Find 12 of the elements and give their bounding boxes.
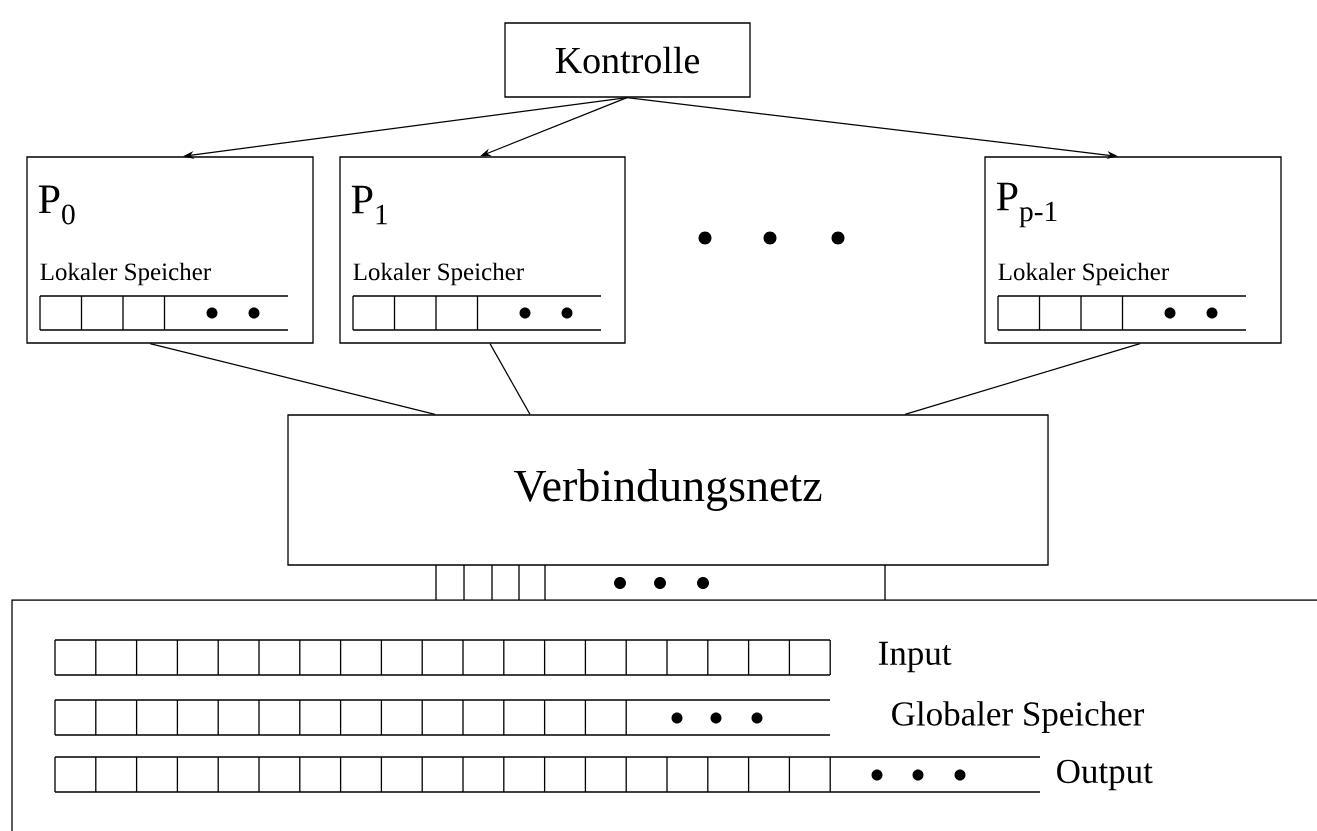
processor-box: P$_{0}$ Lokaler Speicher bbox=[26, 156, 314, 344]
connector-line bbox=[489, 343, 531, 415]
row-label: Input bbox=[878, 641, 952, 673]
control-box: Kontrolle bbox=[504, 22, 751, 98]
row-label: Output bbox=[1057, 759, 1153, 791]
processor-box: P$_{1}$ Lokaler Speicher bbox=[339, 156, 626, 344]
row-label: Globaler Speicher bbox=[892, 701, 1145, 733]
connector-line bbox=[149, 343, 436, 415]
global-memory-box bbox=[11, 599, 1317, 831]
connector-line bbox=[904, 343, 1141, 415]
processor-box: P$_{p-1}$ Lokaler Speicher bbox=[984, 156, 1282, 344]
network-box: Verbindungsnetz bbox=[287, 414, 1049, 566]
